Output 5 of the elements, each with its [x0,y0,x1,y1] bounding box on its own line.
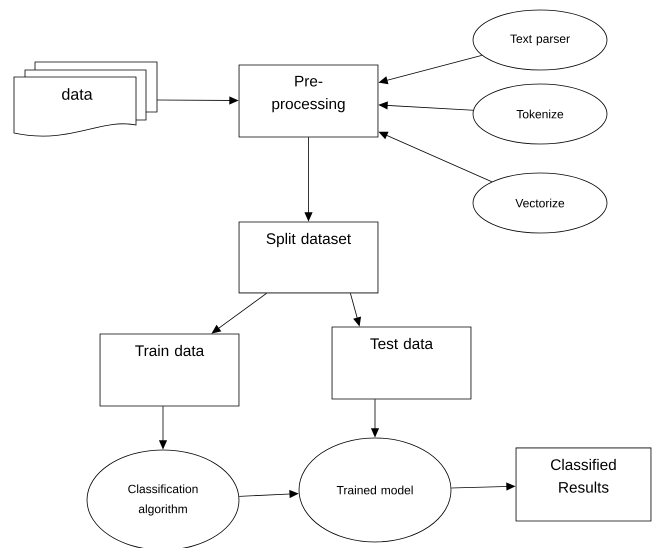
process-box: Split dataset [238,222,378,294]
process-box: Train data [100,334,240,406]
process-box: Test data [332,326,472,400]
process-box: Pre-processing [238,64,378,138]
process-box: Classified Results [516,448,652,522]
